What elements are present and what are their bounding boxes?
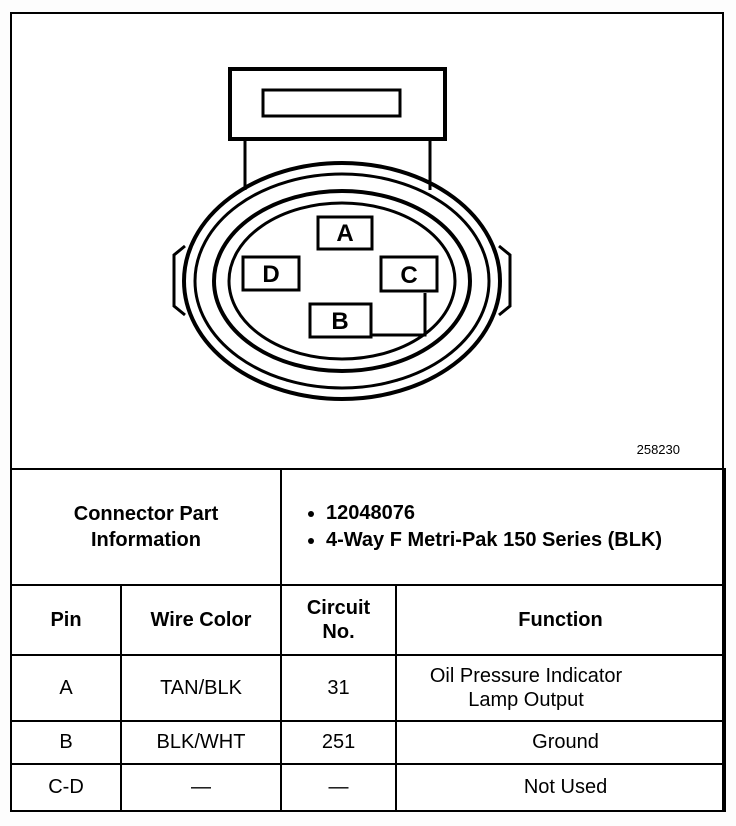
cell-wire-color: — [119,763,283,812]
cell-circuit-no: 31 [280,654,398,722]
header-wire-color: Wire Color [119,584,283,656]
connector-tab-slot [261,88,402,118]
pin-cavity-c [379,255,439,293]
figure-number: 258230 [637,442,680,457]
connector-body-outer [182,161,502,401]
connector-part-values: 12048076 4-Way F Metri-Pak 150 Series (B… [280,468,727,586]
pin-cavity-a [316,215,374,251]
table-row-pin-b: B BLK/WHT 251 Ground [10,720,727,765]
document-frame: A D C B 258230 Connector Part Informatio… [9,12,727,812]
connector-part-information-label: Connector Part Information [9,468,283,586]
connector-diagram: A D C B 258230 [172,67,680,457]
pin-label-c: C [400,262,417,289]
table-row-pins-cd: C-D — — Not Used [10,763,727,812]
part-number: 12048076 [326,500,716,527]
cell-circuit-no: 251 [280,720,398,765]
header-circuit-no: Circuit No. [280,584,398,656]
cell-function: Ground [395,720,727,765]
header-function: Function [395,584,727,656]
keyway-step [371,293,427,337]
cell-pin: A [10,654,122,722]
pin-label-a: A [336,220,353,247]
cell-pin: C-D [10,763,122,812]
cell-wire-color: TAN/BLK [119,654,283,722]
cell-function: Not Used [395,763,727,812]
part-info-list: 12048076 4-Way F Metri-Pak 150 Series (B… [326,500,716,554]
header-pin: Pin [10,584,122,656]
pin-cavity-d [241,255,301,292]
table-row-pin-a: A TAN/BLK 31 Oil Pressure Indicator Lamp… [10,654,727,722]
connector-series: 4-Way F Metri-Pak 150 Series (BLK) [326,527,716,554]
connector-body-ring3 [212,189,472,373]
cell-circuit-no: — [280,763,398,812]
side-clip-left [172,244,186,317]
table-header-row: Pin Wire Color Circuit No. Function [10,584,727,656]
pin-label-d: D [262,261,279,288]
connector-body-ring2 [193,172,491,390]
cell-wire-color: BLK/WHT [119,720,283,765]
cell-pin: B [10,720,122,765]
cell-function: Oil Pressure Indicator Lamp Output [395,654,727,722]
connector-body-inner [227,201,457,361]
connector-info-row: Connector Part Information 12048076 4-Wa… [9,468,727,586]
side-clip-right [498,244,512,317]
pin-label-b: B [331,308,348,335]
pin-cavity-b [308,302,373,339]
cell-function-text: Oil Pressure Indicator Lamp Output [429,665,623,711]
connector-pinout-table: Connector Part Information 12048076 4-Wa… [9,468,727,812]
header-circuit-no-text: Circuit No. [306,597,371,643]
